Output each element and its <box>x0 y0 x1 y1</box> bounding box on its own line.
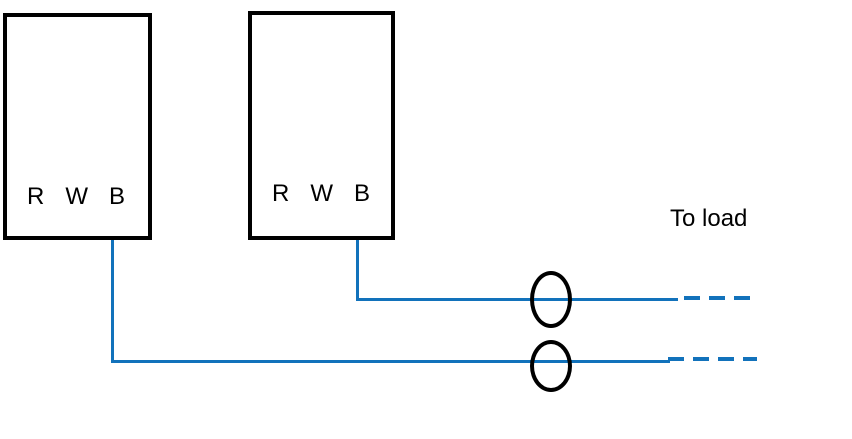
terminal-w-label: W <box>65 183 88 210</box>
terminal-w-label: W <box>310 180 333 207</box>
terminal-b-label: B <box>354 180 371 207</box>
terminal-labels-box1: R W B <box>27 185 125 209</box>
wire-box2-vertical <box>356 240 359 300</box>
wire-loop-icon-lower <box>530 340 572 392</box>
device-box-1: R W B <box>3 13 152 240</box>
device-box-2: R W B <box>248 11 395 240</box>
terminal-r-label: R <box>272 180 290 207</box>
wire-box1-horizontal <box>111 360 670 363</box>
wire-box1-dashed-continuation <box>668 357 757 361</box>
wire-box2-horizontal <box>356 298 678 301</box>
wire-box1-vertical <box>111 240 114 362</box>
to-load-label: To load <box>670 205 748 232</box>
wire-loop-icon-upper <box>530 271 572 328</box>
terminal-labels-box2: R W B <box>272 182 370 206</box>
terminal-r-label: R <box>27 183 45 210</box>
wire-box2-dashed-continuation <box>684 296 756 300</box>
terminal-b-label: B <box>109 183 126 210</box>
